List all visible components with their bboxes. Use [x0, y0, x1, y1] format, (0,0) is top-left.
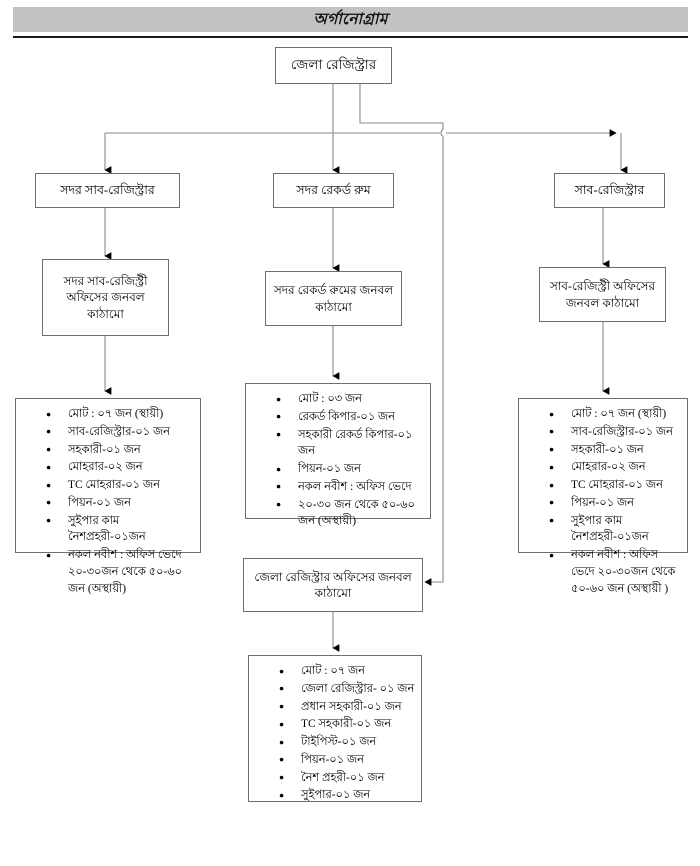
list-item: সাব-রেজিস্ট্রার-০১ জন [46, 423, 194, 441]
node-label: জেলা রেজিস্ট্রার অফিসের জনবল কাঠামো [254, 569, 412, 600]
list-item: পিয়ন-০১ জন [279, 751, 415, 769]
list-item: সহকারী রেকর্ড কিপার-০১ জন [276, 426, 424, 461]
node-district-registrar[interactable]: জেলা রেজিস্ট্রার [275, 47, 392, 84]
node-sub-registrar[interactable]: সাব-রেজিস্ট্রার [554, 173, 665, 208]
list-item: টাইপিস্ট-০১ জন [279, 734, 415, 751]
list-item: মোট : ০৩ জন [276, 391, 424, 408]
staff-list: মোট : ০৭ জন (স্থায়ী)সাব-রেজিস্ট্রার-০১ … [523, 406, 681, 597]
list-item: মোট : ০৭ জন [279, 663, 415, 680]
staff-list: মোট : ০৭ জনজেলা রেজিস্ট্রার- ০১ জনপ্রধান… [253, 663, 415, 804]
list-sadar-sub-registry-staff: মোট : ০৭ জন (স্থায়ী)সাব-রেজিস্ট্রার-০১ … [15, 398, 201, 595]
list-item: মোহরার-০২ জন [549, 459, 681, 476]
list-item: সহকারী-০১ জন [46, 441, 194, 459]
list-item: পিয়ন-০১ জন [276, 461, 424, 478]
node-sub-registry-office-manpower[interactable]: সাব-রেজিস্ট্রী অফিসের জনবল কাঠামো [539, 267, 666, 322]
list-item: নকল নবীশ : অফিস ভেদে ২০-৩০জন থেকে ৫০-৬০ … [46, 547, 194, 597]
node-sadar-record-room-manpower[interactable]: সদর রেকর্ড রুমের জনবল কাঠামো [265, 271, 402, 326]
list-item: TC সহকারী-০১ জন [279, 716, 415, 733]
page-title: অর্গানোগ্রাম [313, 10, 388, 28]
node-label: সাব-রেজিস্ট্রার [574, 183, 645, 198]
list-item: প্রধান সহকারী-০১ জন [279, 698, 415, 716]
title-divider [13, 36, 688, 38]
list-item: মোহরার-০২ জন [46, 459, 194, 476]
list-sadar-record-room-staff: মোট : ০৩ জনরেকর্ড কিপার-০১ জনসহকারী রেকর… [245, 383, 431, 527]
node-label: সদর সাব-রেজিস্ট্রার [60, 183, 155, 198]
list-item: পিয়ন-০১ জন [549, 494, 681, 512]
list-item: জেলা রেজিস্ট্রার- ০১ জন [279, 680, 415, 698]
chart-title-band: অর্গানোগ্রাম [13, 7, 688, 32]
node-label: জেলা রেজিস্ট্রার [290, 57, 377, 73]
list-item: মোট : ০৭ জন (স্থায়ী) [46, 406, 194, 423]
list-item: সহকারী-০১ জন [549, 441, 681, 459]
list-item: TC মোহরার-০১ জন [549, 477, 681, 494]
node-label: সাব-রেজিস্ট্রী অফিসের জনবল কাঠামো [549, 279, 656, 310]
list-item: রেকর্ড কিপার-০১ জন [276, 408, 424, 426]
node-label: সদর সাব-রেজিস্ট্রী অফিসের জনবল কাঠামো [63, 274, 148, 321]
list-item: ২০-৩০ জন থেকে ৫০-৬০ জন (অস্থায়ী) [276, 496, 424, 531]
list-item: সুইপার-০১ জন [279, 787, 415, 804]
node-label: সদর রেকর্ড রুমের জনবল কাঠামো [273, 283, 394, 314]
node-label: সদর রেকর্ড রুম [296, 183, 371, 198]
list-item: পিয়ন-০১ জন [46, 494, 194, 512]
list-item: মোট : ০৭ জন (স্থায়ী) [549, 406, 681, 423]
staff-list: মোট : ০৩ জনরেকর্ড কিপার-০১ জনসহকারী রেকর… [250, 391, 424, 530]
node-sadar-sub-registrar[interactable]: সদর সাব-রেজিস্ট্রার [35, 173, 180, 208]
list-district-registrar-office-staff: মোট : ০৭ জনজেলা রেজিস্ট্রার- ০১ জনপ্রধান… [248, 655, 422, 804]
wire-root-right-stub [359, 84, 444, 130]
list-item: নৈশ প্রহরী-০১ জন [279, 769, 415, 787]
node-district-registrar-office-manpower[interactable]: জেলা রেজিস্ট্রার অফিসের জনবল কাঠামো [243, 558, 423, 612]
node-sadar-sub-registry-office-manpower[interactable]: সদর সাব-রেজিস্ট্রী অফিসের জনবল কাঠামো [42, 259, 169, 336]
list-item: নকল নবীশ : অফিস ভেদে [276, 478, 424, 496]
list-sub-registry-office-staff: মোট : ০৭ জন (স্থায়ী)সাব-রেজিস্ট্রার-০১ … [518, 398, 688, 595]
list-item: সুইপার কাম নৈশপ্রহরী-০১জন [46, 512, 194, 547]
staff-list: মোট : ০৭ জন (স্থায়ী)সাব-রেজিস্ট্রার-০১ … [20, 406, 194, 597]
list-item: সুইপার কাম নৈশপ্রহরী-০১জন [549, 512, 681, 547]
node-sadar-record-room[interactable]: সদর রেকর্ড রুম [273, 173, 394, 208]
wire-line-hop [440, 128, 444, 137]
list-item: সাব-রেজিস্ট্রার-০১ জন [549, 423, 681, 441]
list-item: নকল নবীশ : অফিস ভেদে ২০-৩০জন থেকে ৫০-৬০ … [549, 547, 681, 597]
list-item: TC মোহরার-০১ জন [46, 477, 194, 494]
